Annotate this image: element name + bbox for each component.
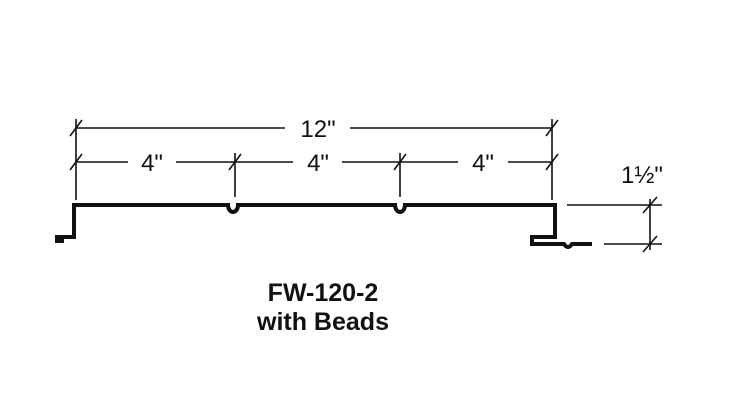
height-label: 1½" [621, 162, 663, 189]
segment-2-label: 4" [307, 150, 329, 177]
panel-profile-outline [55, 203, 592, 249]
segment-1-label: 4" [141, 150, 163, 177]
segment-3-label: 4" [472, 150, 494, 177]
subtitle-label: with Beads [256, 308, 389, 336]
overall-dimension [69, 119, 559, 200]
height-dimension [567, 196, 662, 253]
overall-width-label: 12" [300, 116, 335, 143]
segment-dimensions [69, 153, 559, 197]
model-label: FW-120-2 [268, 279, 379, 307]
